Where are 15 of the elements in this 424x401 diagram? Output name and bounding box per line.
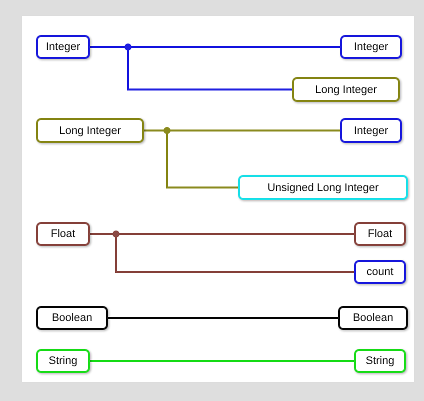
type-box: Boolean bbox=[36, 306, 108, 330]
connector-line bbox=[90, 360, 354, 362]
type-box: Float bbox=[36, 222, 90, 246]
type-box: Integer bbox=[340, 118, 402, 143]
type-box: String bbox=[354, 349, 406, 373]
type-box: count bbox=[354, 260, 406, 284]
type-box: Long Integer bbox=[292, 77, 400, 102]
type-box: Unsigned Long Integer bbox=[238, 175, 408, 200]
type-box: Boolean bbox=[338, 306, 408, 330]
connector-line bbox=[108, 317, 338, 319]
type-box: Float bbox=[354, 222, 406, 246]
type-box: Long Integer bbox=[36, 118, 144, 143]
type-box: String bbox=[36, 349, 90, 373]
type-box: Integer bbox=[340, 35, 402, 59]
type-box: Integer bbox=[36, 35, 90, 59]
